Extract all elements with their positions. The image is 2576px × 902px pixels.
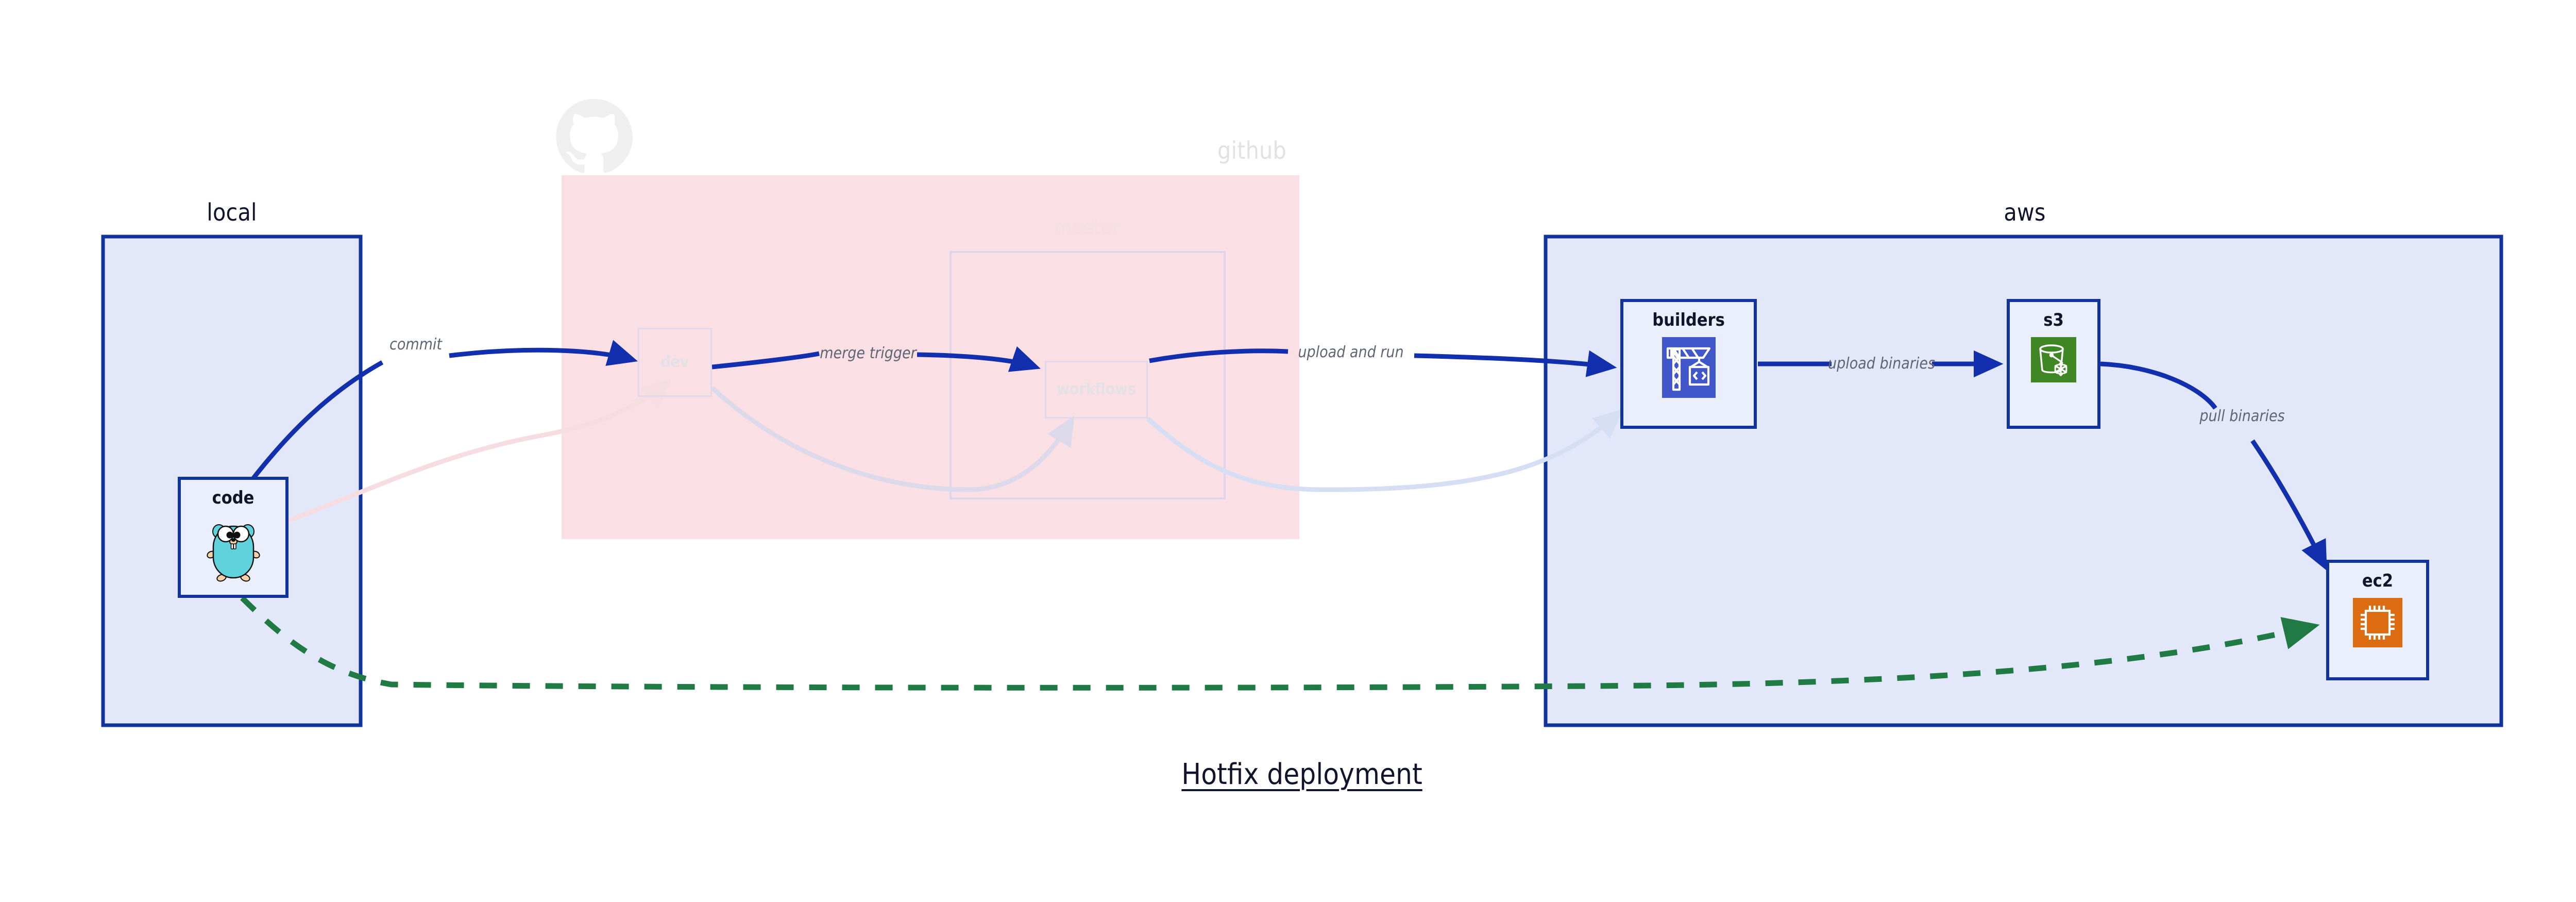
- edge-pull-binaries-a: [2100, 361, 2217, 410]
- github-octocat-icon: [556, 98, 633, 173]
- node-code-label: code: [212, 488, 255, 508]
- node-ec2-label: ec2: [2362, 571, 2394, 591]
- edge-commit-b: [449, 340, 638, 366]
- node-builders[interactable]: builders: [1620, 299, 1757, 429]
- cluster-master: [950, 251, 1226, 499]
- diagram-title: Hotfix deployment: [1181, 758, 1422, 791]
- edge-pull-binaries-b: [2250, 439, 2327, 571]
- aws-s3-icon: [2031, 337, 2076, 382]
- edge-upload-and-run-b: [1414, 350, 1617, 377]
- edge-ghost-dev-workflows: [710, 386, 1075, 492]
- node-builders-label: builders: [1652, 310, 1725, 330]
- node-s3-label: s3: [2043, 310, 2064, 330]
- node-s3[interactable]: s3: [2007, 299, 2100, 429]
- cluster-label-aws: aws: [2004, 198, 2046, 226]
- cluster-label-github: github: [1217, 137, 1286, 164]
- cluster-label-master: master: [1054, 215, 1121, 239]
- edge-merge-trigger-b: [917, 346, 1041, 372]
- node-dev-label: dev: [660, 353, 689, 371]
- node-code[interactable]: code: [178, 477, 289, 598]
- edge-label-upload-binaries: upload binaries: [1827, 355, 1936, 373]
- cluster-label-local: local: [207, 198, 257, 226]
- aws-ec2-icon: [2353, 598, 2402, 647]
- edge-label-upload-and-run: upload and run: [1298, 343, 1404, 361]
- edge-label-commit: commit: [389, 336, 443, 354]
- node-workflows[interactable]: workflows: [1045, 361, 1148, 419]
- edge-ghost-workflows-builders: [1146, 409, 1623, 492]
- edge-commit-a: [250, 360, 384, 481]
- edge-label-merge-trigger: merge trigger: [820, 344, 917, 362]
- node-dev[interactable]: dev: [638, 328, 712, 397]
- edge-upload-and-run-a: [1149, 348, 1289, 363]
- node-ec2[interactable]: ec2: [2326, 560, 2429, 680]
- edge-hotfix-direct: [240, 596, 2320, 691]
- edge-label-pull-binaries: pull binaries: [2199, 407, 2285, 425]
- edge-merge-trigger-a: [711, 351, 820, 370]
- go-gopher-icon: [206, 524, 260, 582]
- edge-ghost-code-dev: [287, 379, 671, 523]
- node-workflows-label: workflows: [1056, 380, 1137, 398]
- aws-codebuild-icon: [1662, 337, 1716, 398]
